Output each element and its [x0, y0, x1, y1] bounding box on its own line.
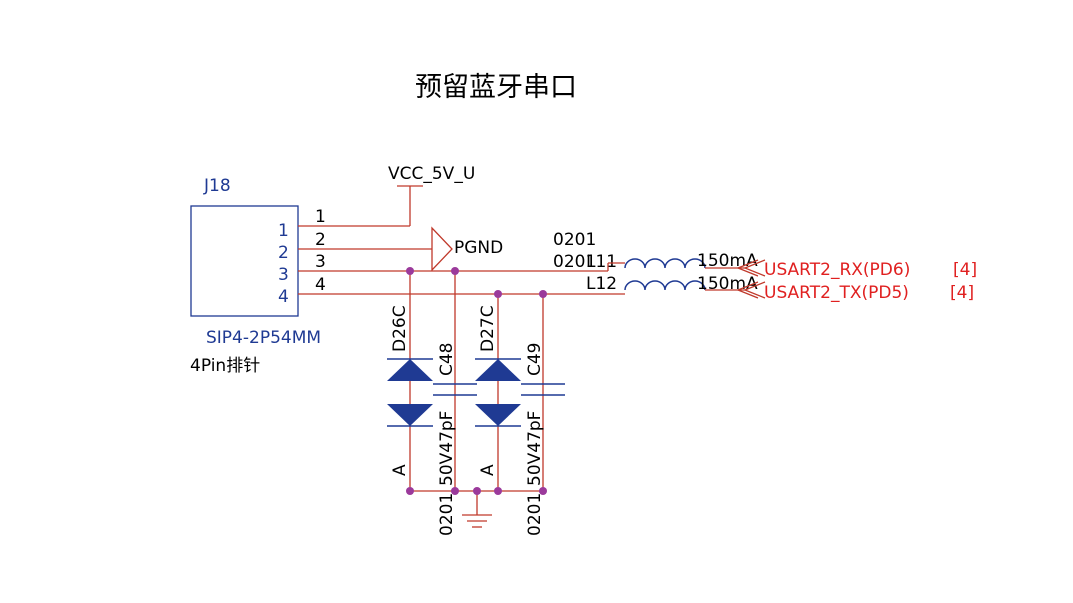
- ground-symbol: [462, 491, 492, 528]
- port-rx-sheet-ref: [4]: [953, 260, 977, 280]
- junction-dot: [494, 487, 502, 495]
- connector-body: [190, 205, 299, 317]
- pgnd-label: PGND: [454, 238, 503, 258]
- diode-d27c-pin-label: A: [478, 464, 498, 476]
- diode-d27c: [475, 358, 521, 427]
- diode-d26c-package: 0201: [437, 493, 457, 536]
- junction-dot: [494, 290, 502, 298]
- port-rx-chevron: [736, 259, 766, 277]
- inductor-l11-ref: L11: [586, 252, 617, 272]
- connector-pin-num-1: 1: [278, 221, 289, 241]
- port-tx-label: USART2_TX(PD5): [764, 283, 909, 303]
- diode-d26c: [387, 358, 433, 427]
- capacitor-c49-ref: C49: [525, 342, 545, 376]
- junction-dot: [406, 267, 414, 275]
- diode-d27c-ref: D27C: [478, 305, 498, 352]
- capacitor-c48-value: 50V47pF: [437, 411, 457, 486]
- pin-net-1: 1: [315, 207, 326, 227]
- port-tx-sheet-ref: [4]: [950, 283, 974, 303]
- capacitor-c48: [433, 383, 477, 396]
- junction-dot: [406, 487, 414, 495]
- connector-pin-num-4: 4: [278, 287, 289, 307]
- capacitor-c49: [521, 383, 565, 396]
- inductor-l11-package-overlap: 0201: [553, 252, 596, 272]
- diode-d26c-pin-label: A: [390, 464, 410, 476]
- diode-d27c-package: 0201: [525, 493, 545, 536]
- junction-dot: [539, 487, 547, 495]
- junction-dot: [451, 487, 459, 495]
- capacitor-c49-value: 50V47pF: [525, 411, 545, 486]
- inductor-l12-current: 150mA: [697, 274, 758, 294]
- pin-net-4: 4: [315, 275, 326, 295]
- pin-net-2: 2: [315, 230, 326, 250]
- pgnd-port-symbol: [431, 226, 453, 272]
- connector-description: 4Pin排针: [190, 356, 260, 376]
- inductor-l11-coil: [624, 258, 706, 269]
- connector-pin-num-2: 2: [278, 243, 289, 263]
- capacitor-c48-ref: C48: [437, 342, 457, 376]
- connector-pin-num-3: 3: [278, 265, 289, 285]
- port-tx-chevron: [736, 281, 766, 299]
- inductor-l12-coil: [624, 280, 706, 291]
- inductor-l11-current: 150mA: [697, 251, 758, 271]
- diode-d26c-ref: D26C: [390, 305, 410, 352]
- connector-ref: J18: [203, 176, 231, 196]
- inductor-l12-ref: L12: [586, 274, 617, 294]
- connector-footprint: SIP4-2P54MM: [206, 328, 321, 348]
- vcc-label: VCC_5V_U: [388, 164, 475, 184]
- junction-dot: [473, 487, 481, 495]
- junction-dot: [539, 290, 547, 298]
- port-rx-label: USART2_RX(PD6): [764, 260, 910, 280]
- schematic-title: 预留蓝牙串口: [415, 72, 577, 103]
- junction-dot: [451, 267, 459, 275]
- inductor-l11-package: 0201: [553, 230, 596, 250]
- pin-net-3: 3: [315, 252, 326, 272]
